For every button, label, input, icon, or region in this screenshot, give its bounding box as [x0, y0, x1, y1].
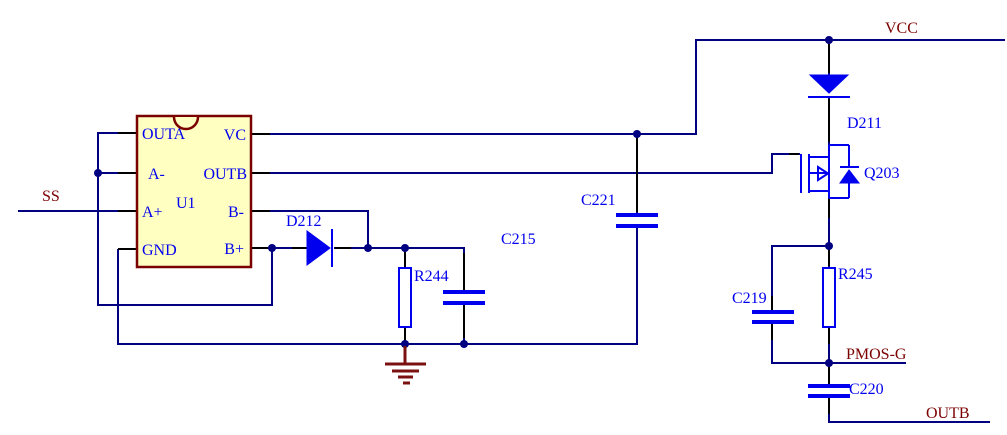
capacitor-c221[interactable]: C221	[581, 192, 658, 228]
junction-dot	[401, 244, 409, 252]
mosfet-q203[interactable]: Q203	[800, 144, 900, 199]
resistor-body	[822, 267, 836, 328]
junction-dot	[825, 242, 833, 250]
c220-label: C220	[849, 381, 884, 398]
ic-right-pin-stubs	[251, 133, 270, 249]
body-diode-triangle	[839, 169, 861, 184]
capacitor-c219[interactable]: C219	[732, 290, 794, 324]
r244-label: R244	[414, 268, 449, 285]
ic-body[interactable]	[135, 114, 253, 269]
ic-pin-label-outb: OUTB	[203, 166, 247, 183]
junction-dot	[460, 340, 468, 348]
diode-d211[interactable]: D211	[808, 74, 882, 132]
junction-dot	[825, 359, 833, 367]
port-labels: VCC SS PMOS-G OUTB	[42, 20, 970, 422]
ic-pin-label-aminus: A-	[148, 166, 165, 183]
junction-dot	[401, 340, 409, 348]
ic-pin-label-outa: OUTA	[142, 126, 186, 143]
c221-label: C221	[581, 192, 616, 209]
c215-label: C215	[501, 231, 536, 248]
capacitor-c220[interactable]: C220	[808, 381, 884, 398]
ic-pin-label-gnd: GND	[142, 242, 177, 259]
mosfet-drain-source	[828, 144, 850, 199]
wire-ground-rail	[117, 226, 638, 345]
resistor-r245[interactable]: R245	[822, 266, 873, 328]
wire-c219-branch-top	[771, 245, 829, 311]
junction-dot	[825, 36, 833, 44]
ic-refdes: U1	[176, 195, 196, 212]
capacitor-plates	[616, 213, 658, 228]
ic-left-pin-stubs	[118, 132, 137, 250]
junction-dot	[268, 244, 276, 252]
wire-outb-to-gate	[270, 153, 800, 174]
resistor-body	[398, 267, 412, 328]
capacitor-plates	[808, 384, 850, 398]
diode-triangle	[306, 230, 331, 266]
q203-label: Q203	[864, 165, 900, 182]
mosfet-arrow	[817, 165, 830, 182]
d212-label: D212	[286, 213, 322, 230]
resistor-r244[interactable]: R244	[398, 267, 449, 328]
diode-triangle	[808, 74, 850, 94]
ic-notch	[172, 116, 200, 131]
diode-d212[interactable]: D212	[286, 213, 333, 267]
ic-pin-label-bplus: B+	[224, 241, 244, 258]
wire-c219-branch-bottom	[771, 322, 829, 364]
junction-dot	[633, 130, 641, 138]
c219-label: C219	[732, 290, 767, 307]
wire-outa-feedback	[97, 132, 273, 306]
port-label-outb[interactable]: OUTB	[926, 405, 970, 422]
wire-vc-to-vcc	[270, 39, 1005, 135]
ic-pin-label-bminus: B-	[228, 204, 244, 221]
ic-u1[interactable]: OUTA A- A+ GND VC OUTB B- B+ U1	[135, 114, 253, 269]
ic-pin-label-aplus: A+	[142, 204, 163, 221]
port-label-pmosg[interactable]: PMOS-G	[846, 346, 907, 363]
port-label-ss[interactable]: SS	[42, 188, 60, 205]
junction-dots	[94, 36, 833, 367]
capacitor-plates	[752, 310, 794, 324]
r245-label: R245	[838, 266, 873, 283]
wire-bminus	[270, 210, 369, 248]
capacitor-c215[interactable]: C215	[443, 231, 536, 305]
junction-dot	[94, 169, 102, 177]
port-label-vcc[interactable]: VCC	[885, 20, 918, 37]
junction-dot	[364, 244, 372, 252]
pin-stubs	[118, 43, 830, 414]
ground-symbol	[385, 346, 426, 385]
ic-pin-label-vc: VC	[224, 127, 246, 144]
d211-label: D211	[847, 115, 882, 132]
capacitor-plates	[443, 290, 485, 305]
